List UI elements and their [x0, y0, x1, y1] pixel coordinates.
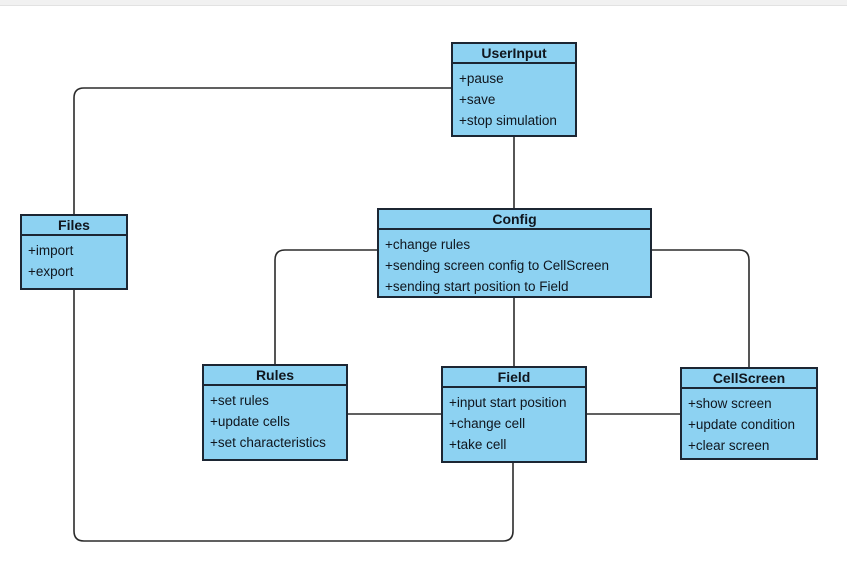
class-methods: +show screen +update condition +clear scre… [682, 389, 816, 456]
class-title: Config [379, 210, 650, 230]
class-title: Files [22, 216, 126, 236]
method-label: +export [28, 264, 74, 279]
class-box-rules[interactable]: Rules +set rules +update cells +set charac… [202, 364, 348, 461]
method-label: +change rules [385, 237, 471, 252]
class-title: CellScreen [682, 369, 816, 389]
method-label: +stop simulation [459, 113, 557, 128]
method-label: +set rules [210, 393, 269, 408]
method-label: +import [28, 243, 74, 258]
method-label: +save [459, 92, 496, 107]
method-label: +sending screen config to CellScreen [385, 258, 610, 273]
class-title: Rules [204, 366, 346, 386]
connector-userinput-files [73, 87, 451, 214]
method-label: +take cell [449, 437, 507, 452]
top-border-strip [0, 0, 847, 6]
class-methods: +input start position +change cell +take c… [443, 388, 585, 455]
connector-config-rules [274, 249, 377, 364]
method-label: +clear screen [688, 438, 770, 453]
method-label: +sending start position to Field [385, 279, 569, 294]
class-title: Field [443, 368, 585, 388]
class-box-config[interactable]: Config +change rules +sending screen conf… [377, 208, 652, 298]
class-methods: +set rules +update cells +set characterist… [204, 386, 346, 453]
connector-config-cellscreen [652, 249, 750, 367]
method-label: +pause [459, 71, 504, 86]
class-methods: +pause +save +stop simulation [453, 64, 575, 131]
method-label: +update cells [210, 414, 290, 429]
class-box-files[interactable]: Files +import +export [20, 214, 128, 290]
class-box-userinput[interactable]: UserInput +pause +save +stop simulation [451, 42, 577, 137]
class-title: UserInput [453, 44, 575, 64]
class-methods: +change rules +sending screen config to C… [379, 230, 650, 297]
method-label: +set characteristics [210, 435, 326, 450]
class-box-field[interactable]: Field +input start position+change cell+… [441, 366, 587, 463]
method-label: +change cell [449, 416, 526, 431]
class-box-cellscreen[interactable]: CellScreen +show screen +update condition… [680, 367, 818, 460]
method-label: +input start position [449, 395, 567, 410]
method-label: +show screen [688, 396, 772, 411]
class-methods: +import +export [22, 236, 126, 282]
method-label: +update condition [688, 417, 795, 432]
